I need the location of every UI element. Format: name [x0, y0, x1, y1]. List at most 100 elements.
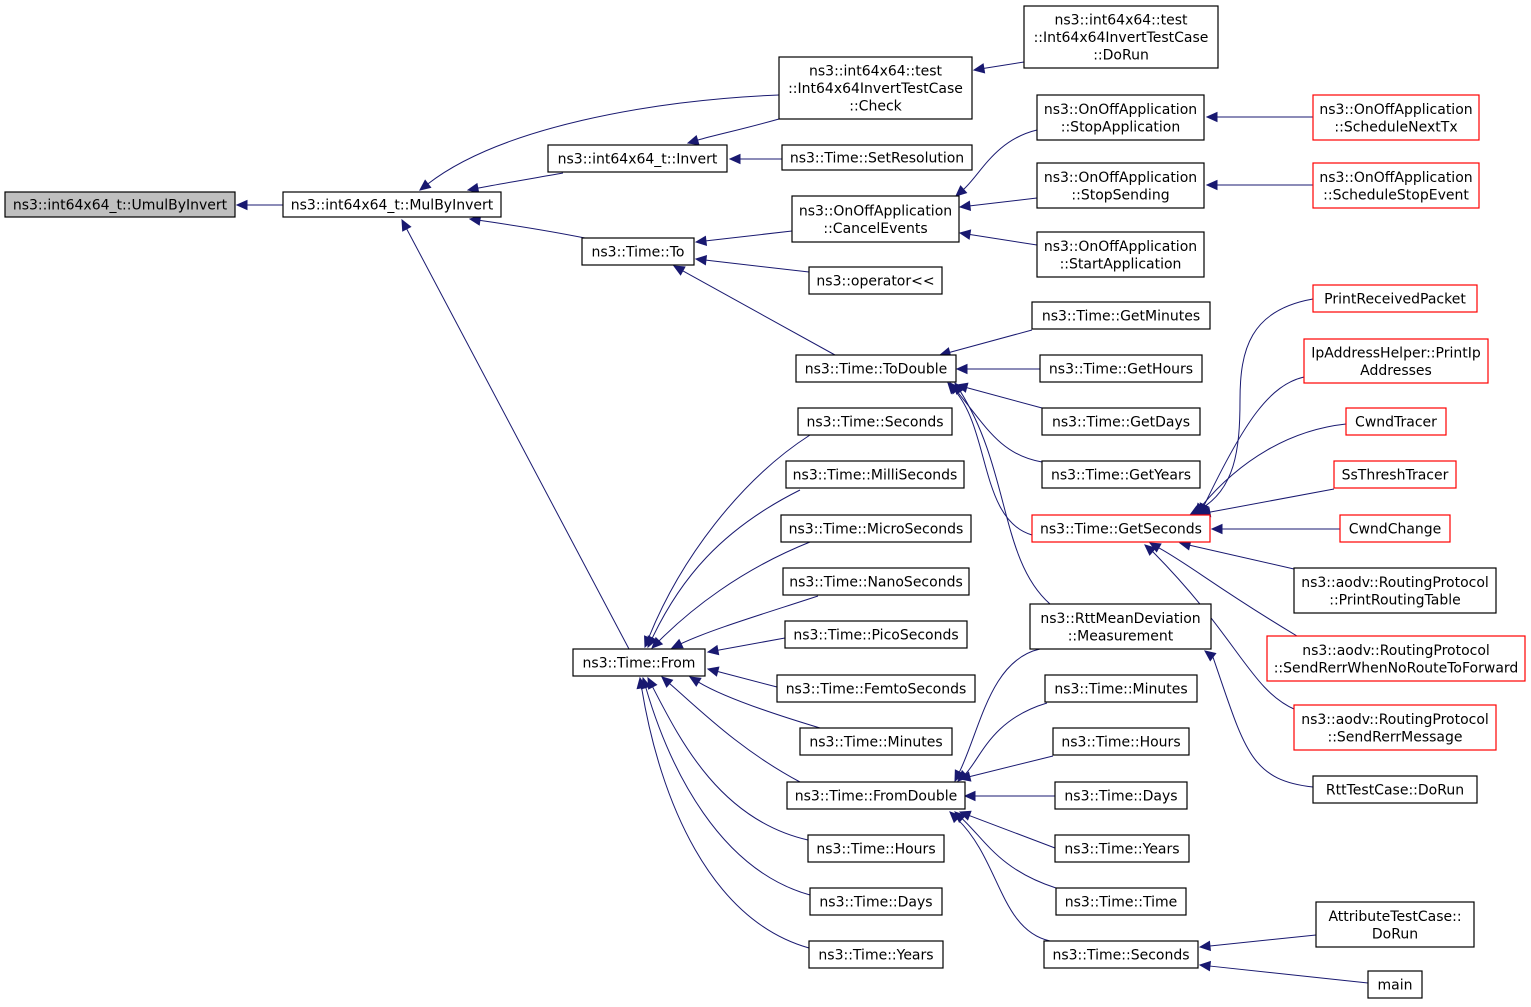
node-main[interactable]: main — [1367, 970, 1423, 999]
arrowhead — [651, 636, 664, 649]
node-getdays[interactable]: ns3::Time::GetDays — [1041, 407, 1201, 436]
node-label: IpAddressHelper::PrintIp — [1311, 345, 1481, 361]
node-hours2[interactable]: ns3::Time::Hours — [1052, 727, 1190, 756]
edge-ipaddr-to-getsec — [1199, 376, 1305, 516]
node-days1[interactable]: ns3::Time::Days — [809, 887, 943, 916]
node-schednext[interactable]: ns3::OnOffApplication::ScheduleNextTx — [1312, 94, 1480, 141]
node-schedstop[interactable]: ns3::OnOffApplication::ScheduleStopEvent — [1312, 162, 1480, 209]
node-nano[interactable]: ns3::Time::NanoSeconds — [782, 567, 970, 596]
node-stopapp[interactable]: ns3::OnOffApplication::StopApplication — [1036, 94, 1205, 141]
arrowhead — [694, 254, 708, 266]
node-label: ::CancelEvents — [823, 221, 927, 237]
node-from[interactable]: ns3::Time::From — [572, 648, 706, 677]
edge-days2-to-fromdouble — [963, 790, 1055, 802]
node-label: ns3::Time::FromDouble — [795, 789, 958, 805]
node-getyears[interactable]: ns3::Time::GetYears — [1041, 460, 1201, 489]
edge-line — [1203, 376, 1305, 506]
node-box — [785, 460, 965, 489]
edge-line — [1201, 423, 1347, 507]
node-getmin[interactable]: ns3::Time::GetMinutes — [1031, 301, 1211, 330]
edge-from-to-mulbyinv — [401, 218, 630, 650]
node-senderrfwd[interactable]: ns3::aodv::RoutingProtocol::SendRerrWhen… — [1266, 635, 1526, 682]
arrowhead — [688, 676, 702, 687]
edge-gethours-to-todouble — [955, 363, 1040, 375]
edge-line — [652, 686, 809, 841]
node-seconds1[interactable]: ns3::Time::Seconds — [797, 407, 953, 436]
edge-getmin-to-todouble — [938, 329, 1033, 358]
node-box — [1345, 407, 1447, 436]
node-getsec[interactable]: ns3::Time::GetSeconds — [1031, 514, 1211, 543]
edge-milli-to-from — [647, 489, 801, 649]
node-cancel[interactable]: ns3::OnOffApplication::CancelEvents — [791, 195, 960, 243]
edge-startapp-to-cancel — [958, 229, 1038, 246]
node-milli[interactable]: ns3::Time::MilliSeconds — [785, 460, 965, 489]
node-ssthresh[interactable]: SsThreshTracer — [1333, 460, 1457, 489]
edge-line — [1209, 934, 1317, 947]
arrowhead — [1194, 502, 1206, 515]
node-box — [807, 834, 945, 863]
edge-timector-to-fromdouble — [954, 811, 1057, 889]
node-oplt[interactable]: ns3::operator<< — [808, 266, 943, 295]
node-fromdouble[interactable]: ns3::Time::FromDouble — [786, 781, 966, 810]
node-label: ns3::Time::From — [583, 656, 696, 672]
node-box — [780, 514, 972, 543]
node-invert[interactable]: ns3::int64x64_t::Invert — [547, 144, 728, 173]
node-umul[interactable]: ns3::int64x64_t::UmulByInvert — [4, 191, 236, 218]
edge-line — [956, 390, 1043, 463]
node-to[interactable]: ns3::Time::To — [581, 237, 695, 266]
node-micro[interactable]: ns3::Time::MicroSeconds — [780, 514, 972, 543]
node-check[interactable]: ns3::int64x64::test::Int64x64InvertTestC… — [778, 56, 973, 120]
edge-line — [969, 197, 1038, 207]
node-seconds2[interactable]: ns3::Time::Seconds — [1043, 940, 1199, 969]
node-todouble[interactable]: ns3::Time::ToDouble — [795, 354, 957, 383]
arrowhead — [958, 771, 972, 782]
edge-ssthresh-to-getsec — [1198, 488, 1335, 518]
node-startapp[interactable]: ns3::OnOffApplication::StartApplication — [1036, 231, 1205, 278]
node-printrt[interactable]: ns3::aodv::RoutingProtocol::PrintRouting… — [1293, 567, 1497, 614]
node-attrtest[interactable]: AttributeTestCase::DoRun — [1315, 901, 1475, 948]
node-box — [1029, 603, 1212, 650]
node-femto[interactable]: ns3::Time::FemtoSeconds — [776, 674, 976, 703]
node-years2[interactable]: ns3::Time::Years — [1054, 834, 1190, 863]
edge-rtttest-to-rttmean — [1204, 650, 1314, 788]
node-label: ns3::aodv::RoutingProtocol — [1302, 643, 1490, 659]
arrowhead — [1204, 650, 1217, 662]
node-pico[interactable]: ns3::Time::PicoSeconds — [784, 620, 968, 649]
node-rtttest[interactable]: RttTestCase::DoRun — [1312, 775, 1478, 804]
node-box — [4, 191, 236, 218]
node-stopsend[interactable]: ns3::OnOffApplication::StopSending — [1036, 162, 1205, 209]
node-gethours[interactable]: ns3::Time::GetHours — [1039, 354, 1203, 383]
edge-line — [697, 118, 780, 141]
edge-oplt-to-to — [694, 254, 810, 273]
node-minutes2[interactable]: ns3::Time::Minutes — [1044, 674, 1198, 703]
node-senderrmsg[interactable]: ns3::aodv::RoutingProtocol::SendRerrMess… — [1293, 704, 1497, 751]
node-label: ns3::Time::Seconds — [806, 415, 943, 431]
node-printrecv[interactable]: PrintReceivedPacket — [1312, 284, 1478, 313]
node-box — [784, 620, 968, 649]
edge-pico-to-from — [706, 637, 786, 656]
arrowhead — [963, 790, 976, 802]
node-rttmean[interactable]: ns3::RttMeanDeviation::Measurement — [1029, 603, 1212, 650]
edge-femto-to-from — [706, 666, 778, 688]
node-years1[interactable]: ns3::Time::Years — [808, 940, 944, 969]
node-days2[interactable]: ns3::Time::Days — [1054, 781, 1188, 810]
node-label: ::Int64x64InvertTestCase — [788, 81, 963, 97]
node-dorun1[interactable]: ns3::int64x64::test::Int64x64InvertTestC… — [1023, 5, 1219, 69]
node-setres[interactable]: ns3::Time::SetResolution — [781, 144, 973, 171]
node-cwndtracer[interactable]: CwndTracer — [1345, 407, 1447, 436]
node-box — [795, 354, 957, 383]
node-box — [808, 266, 943, 295]
node-timector[interactable]: ns3::Time::Time — [1055, 887, 1187, 916]
node-label: ns3::Time::MilliSeconds — [793, 468, 958, 484]
edge-line — [969, 234, 1038, 246]
edge-getyears-to-todouble — [949, 382, 1043, 463]
node-mulbyinv[interactable]: ns3::int64x64_t::MulByInvert — [282, 191, 502, 218]
node-cwndchange[interactable]: CwndChange — [1339, 514, 1451, 543]
node-box — [1293, 704, 1497, 751]
edge-line — [966, 387, 1043, 409]
node-hours1[interactable]: ns3::Time::Hours — [807, 834, 945, 863]
node-minutes1[interactable]: ns3::Time::Minutes — [799, 727, 953, 756]
edge-senderrmsg-to-getsec — [1144, 544, 1297, 711]
edge-cancel-to-to — [694, 230, 793, 247]
